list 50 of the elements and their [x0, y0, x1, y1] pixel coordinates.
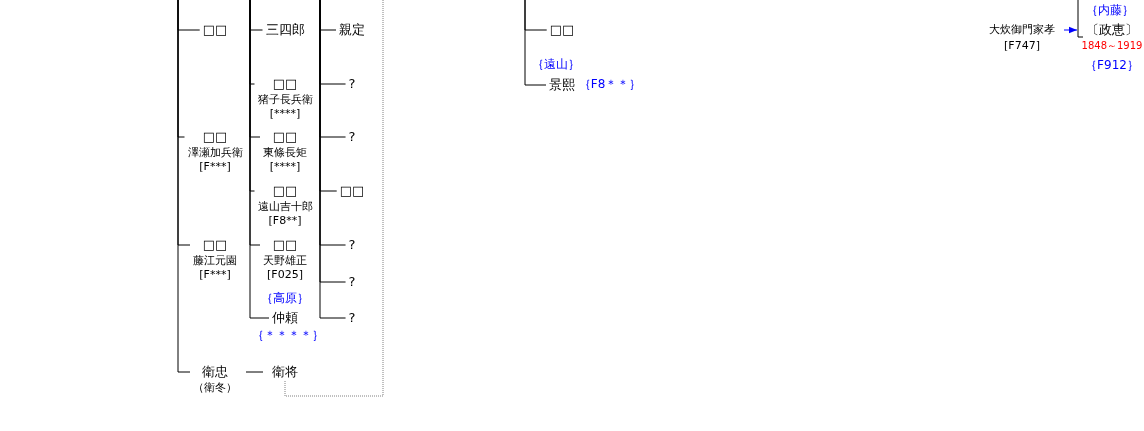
tree-line	[177, 0, 191, 373]
person-name: ?	[348, 309, 356, 327]
person-note: [F8**]	[268, 214, 302, 228]
annotation-text: 1848～1919	[1081, 39, 1143, 53]
tree-line	[245, 371, 264, 373]
person-name: ?	[348, 273, 356, 291]
person-name: □□	[549, 21, 575, 39]
person-note: （衛冬）	[193, 381, 237, 395]
person-note: [****]	[269, 160, 301, 174]
person-name: 親定	[339, 21, 365, 39]
person-note: [****]	[269, 107, 301, 121]
person-note: 東條長矩	[263, 146, 307, 160]
person-note: 藤江元園	[193, 254, 237, 268]
annotation-text: ｛F912｝	[1085, 57, 1139, 73]
annotation-text: ｛高原｝	[261, 290, 309, 306]
annotation-text: ｛内藤｝	[1086, 2, 1134, 18]
person-note: [F747]	[1004, 39, 1040, 53]
person-name: □□	[272, 236, 298, 254]
arrow	[1063, 26, 1078, 34]
tree-line	[249, 0, 270, 319]
person-name: 〔政恵〕	[1086, 21, 1138, 39]
person-name: 三四郎	[265, 21, 305, 39]
person-note: 猪子長兵衛	[257, 93, 313, 107]
person-name: □□	[202, 128, 228, 146]
person-name: ?	[348, 75, 356, 93]
person-note: 天野雄正	[263, 254, 307, 268]
annotation-text: ｛F8＊＊｝	[578, 76, 642, 92]
person-name: ?	[348, 128, 356, 146]
person-name: 景熙	[549, 76, 575, 94]
person-name: □□	[202, 21, 228, 39]
tree-line	[284, 0, 384, 397]
person-name: □□	[202, 236, 228, 254]
person-name: □□	[339, 182, 365, 200]
person-name: □□	[272, 128, 298, 146]
person-note: 澤瀬加兵衛	[187, 146, 243, 160]
person-name: 大炊御門家孝	[989, 22, 1055, 38]
person-note: [F***]	[199, 268, 231, 282]
annotation-text: ｛＊＊＊＊｝	[252, 327, 324, 343]
person-name: □□	[272, 75, 298, 93]
tree-line	[524, 0, 547, 86]
tree-line	[1077, 0, 1084, 38]
person-name: □□	[272, 182, 298, 200]
annotation-text: ｛遠山｝	[532, 56, 580, 72]
person-name: ?	[348, 236, 356, 254]
person-name: 仲頼	[272, 309, 298, 327]
person-note: [F025]	[267, 268, 303, 282]
person-name: 衛忠	[202, 363, 228, 381]
person-note: [F***]	[199, 160, 231, 174]
person-note: 遠山吉十郎	[257, 200, 313, 214]
person-name: 衛将	[272, 363, 298, 381]
